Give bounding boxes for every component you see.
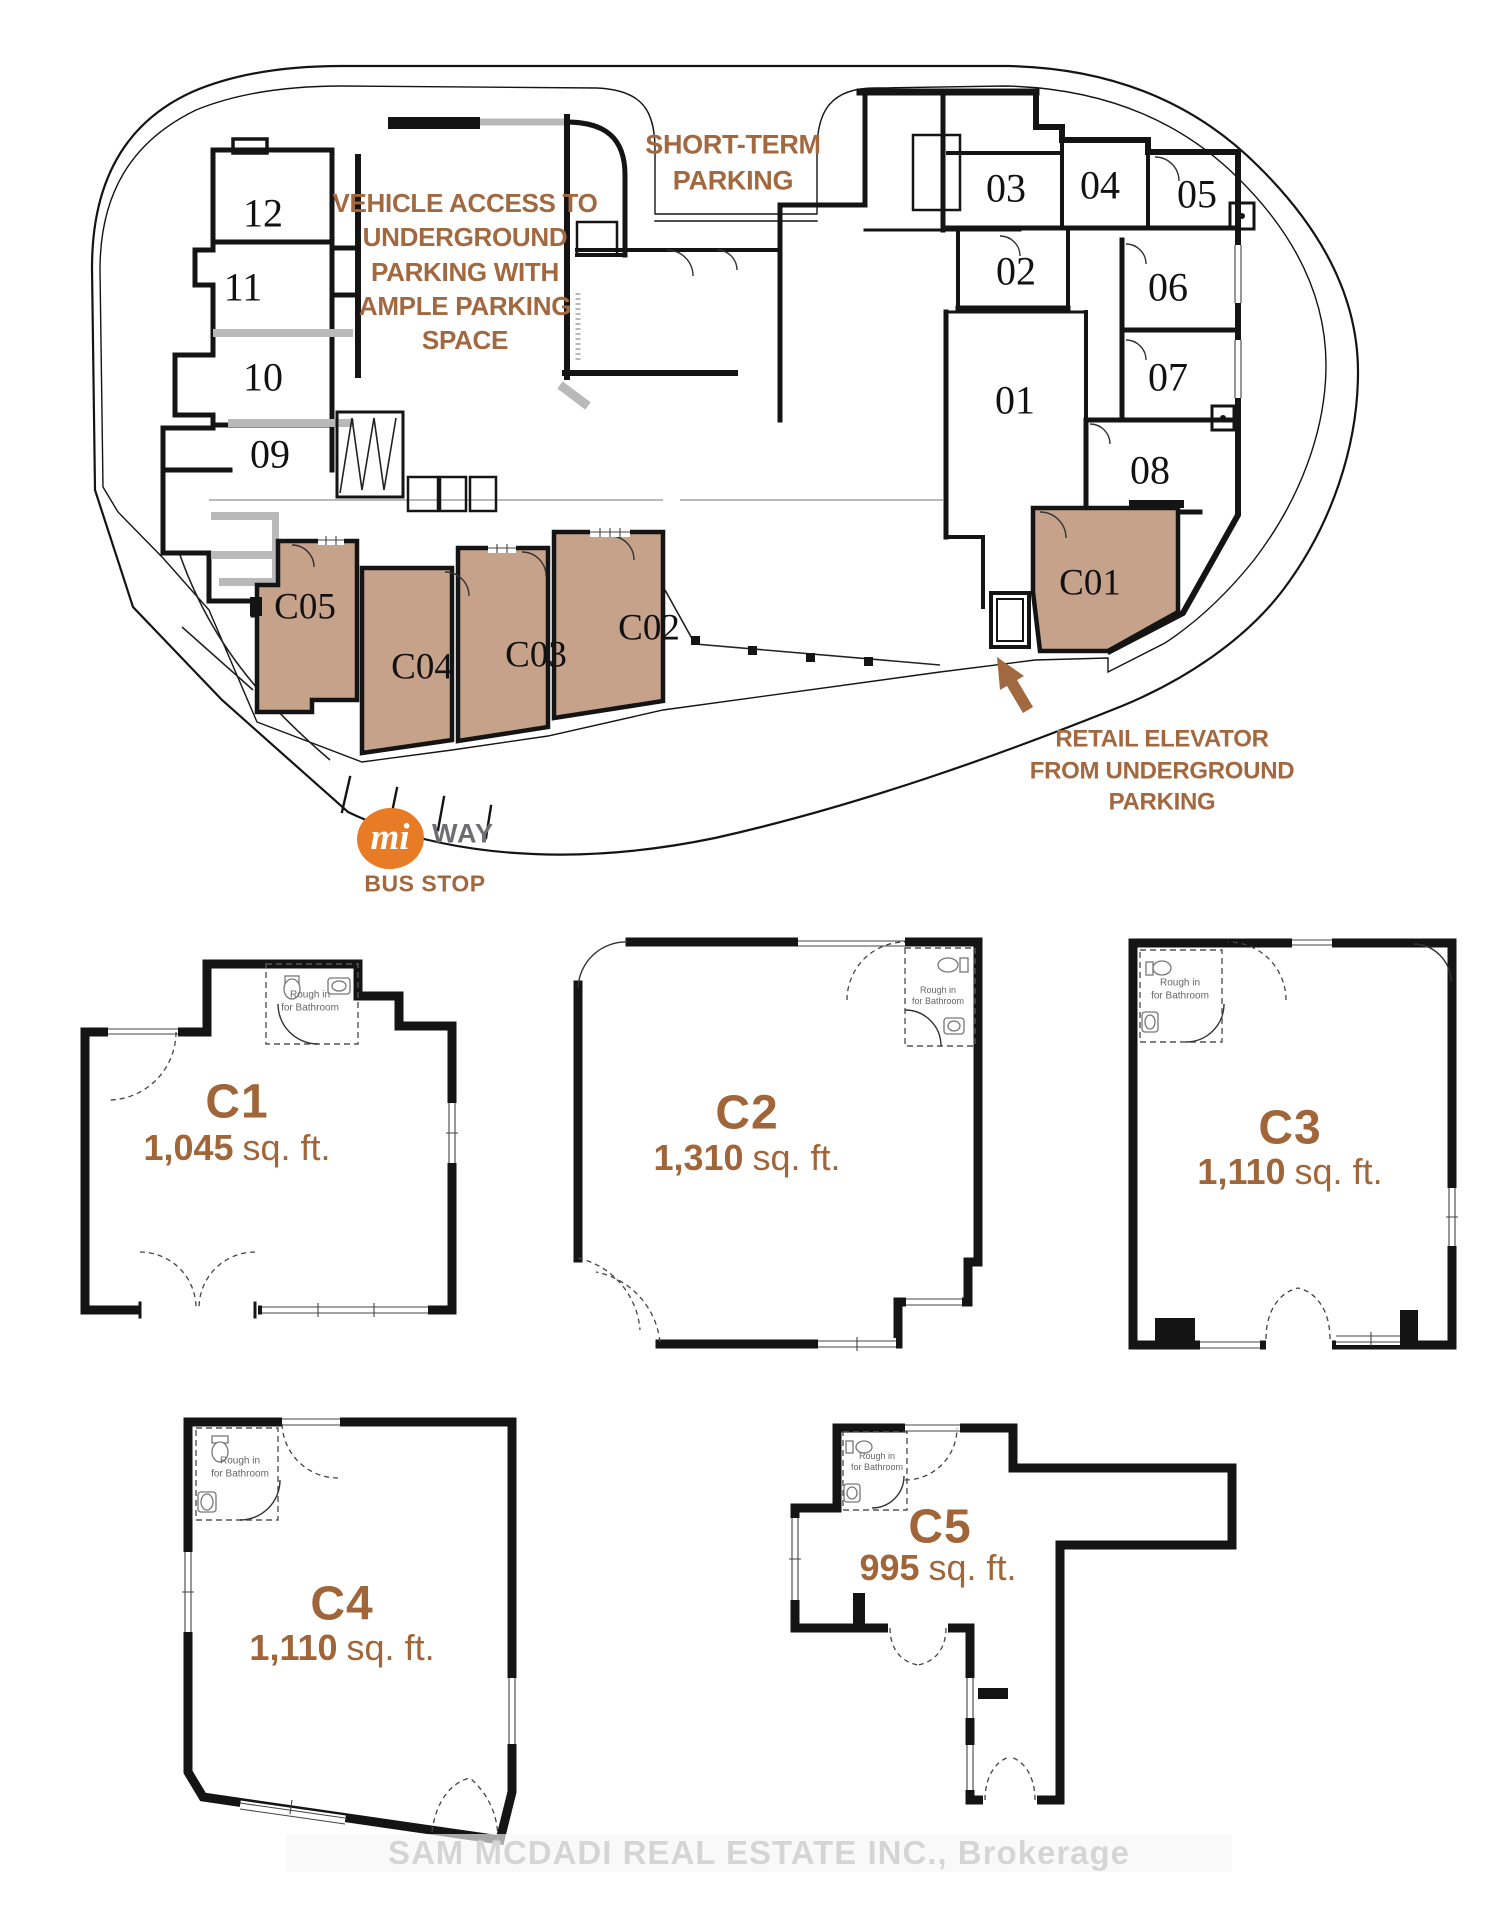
- unit-c03-shape: [455, 545, 551, 744]
- unit-05-label: 05: [1177, 171, 1217, 217]
- unit-c05-shape: [254, 538, 360, 715]
- plan-c1-area-value: 1,045: [143, 1127, 234, 1168]
- plan-c3-area-value: 1,110: [1197, 1151, 1286, 1192]
- unit-c02-label: C02: [618, 607, 680, 649]
- vehicle-access-label: VEHICLE ACCESS TO UNDERGROUND PARKING WI…: [332, 188, 598, 356]
- retail-elevator-shaft: [989, 591, 1031, 649]
- unit-c05-label: C05: [274, 586, 336, 628]
- plan-c2-area-unit: sq. ft.: [752, 1137, 841, 1178]
- plan-c2-area-value: 1,310: [653, 1137, 744, 1178]
- brokerage-watermark: SAM MCDADI REAL ESTATE INC., Brokerage: [286, 1834, 1232, 1872]
- unit-c03-label: C03: [505, 634, 567, 676]
- plan-c4-area-unit: sq. ft.: [346, 1627, 435, 1668]
- road-outline: [90, 64, 1360, 856]
- unit-10-label: 10: [243, 354, 283, 400]
- short-term-parking-label: SHORT-TERM PARKING: [645, 129, 821, 195]
- c4-rough-in-label: Rough in for Bathroom: [211, 1455, 269, 1480]
- top-center-walls: [575, 88, 1040, 423]
- unit-02-label: 02: [996, 248, 1036, 294]
- unit-04-label: 04: [1080, 162, 1120, 208]
- plan-c5: [789, 1422, 1237, 1806]
- c1-rough-in-label: Rough in for Bathroom: [281, 989, 339, 1014]
- corridor-walls: [209, 410, 1031, 666]
- miway-way-text: WAY: [432, 818, 495, 849]
- c5-rough-in-label: Rough in for Bathroom: [850, 1450, 904, 1472]
- retail-elevator-arrow: [997, 657, 1033, 713]
- unit-c04-label: C04: [391, 646, 453, 688]
- unit-07-label: 07: [1148, 354, 1188, 400]
- unit-c01-label: C01: [1059, 562, 1121, 604]
- unit-11-label: 11: [223, 264, 263, 310]
- plan-c4: [182, 1416, 518, 1846]
- plan-c5-area-unit: sq. ft.: [928, 1547, 1017, 1588]
- plan-c4-name: C4: [310, 1577, 374, 1631]
- unit-01-label: 01: [995, 377, 1035, 423]
- plan-c2: [573, 936, 983, 1351]
- bus-stop-label: BUS STOP: [364, 870, 486, 897]
- unit-12-label: 12: [243, 190, 283, 236]
- plan-c3-area-unit: sq. ft.: [1294, 1151, 1383, 1192]
- plan-c5-name: C5: [908, 1500, 972, 1554]
- left-wing-walls: [160, 137, 354, 618]
- unit-03-label: 03: [986, 165, 1026, 211]
- plan-c1: [80, 959, 458, 1319]
- right-wing-walls: [940, 89, 1256, 656]
- plan-c1-name: C1: [205, 1075, 269, 1129]
- retail-units-highlighted: [250, 500, 1184, 756]
- miway-mi-text: mi: [370, 816, 410, 858]
- garage-door: [388, 117, 480, 129]
- unit-c04-shape: [359, 565, 455, 756]
- retail-elevator-label: RETAIL ELEVATOR FROM UNDERGROUND PARKING: [1029, 725, 1295, 816]
- vehicle-access-walls: [329, 114, 738, 410]
- unit-09-label: 09: [250, 431, 290, 477]
- c3-rough-in-label: Rough in for Bathroom: [1151, 977, 1209, 1002]
- unit-06-label: 06: [1148, 264, 1188, 310]
- plan-c1-area-unit: sq. ft.: [242, 1127, 331, 1168]
- plan-c3-name: C3: [1258, 1101, 1322, 1155]
- c2-rough-in-label: Rough in for Bathroom: [911, 984, 965, 1006]
- plan-c2-name: C2: [715, 1086, 779, 1140]
- plan-c4-area-value: 1,110: [249, 1627, 338, 1668]
- plan-c5-area-value: 995: [859, 1547, 920, 1588]
- unit-08-label: 08: [1130, 447, 1170, 493]
- plan-c3: [1128, 937, 1458, 1351]
